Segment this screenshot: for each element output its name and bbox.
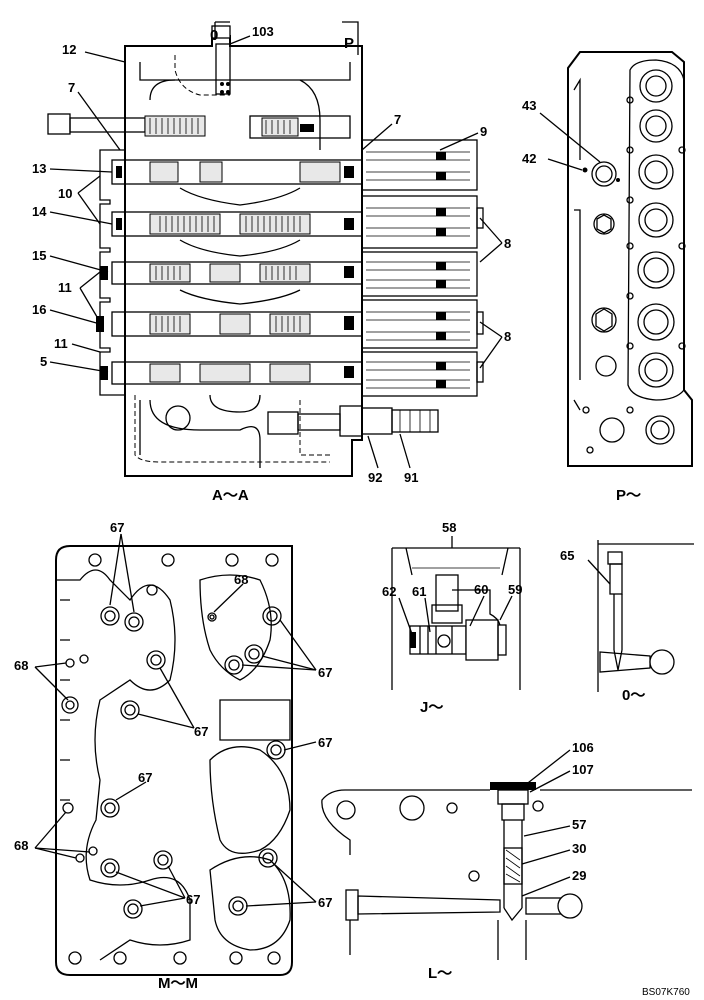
label-59: 59 [508, 582, 522, 597]
view-j: 58 62 61 60 59 J～ [382, 520, 522, 716]
title-view-o: 0～ [622, 687, 645, 704]
label-58: 58 [442, 520, 456, 535]
label-107: 107 [572, 762, 594, 777]
label-92: 92 [368, 470, 382, 485]
label-7-right: 7 [394, 112, 401, 127]
label-13: 13 [32, 161, 46, 176]
label-67-e: 67 [138, 770, 152, 785]
label-60: 60 [474, 582, 488, 597]
section-mm-view: 67 68 68 67 67 67 67 67 68 67 67 M～M [14, 520, 332, 992]
label-12: 12 [62, 42, 76, 57]
title-view-p: P～ [616, 487, 641, 504]
label-5: 5 [40, 354, 47, 369]
title-section-mm: M～M [158, 975, 198, 992]
label-8-lower: 8 [504, 329, 511, 344]
label-103: 103 [252, 24, 274, 39]
label-15: 15 [32, 248, 46, 263]
title-view-j: J～ [420, 699, 443, 716]
label-9: 9 [480, 124, 487, 139]
label-67-f: 67 [186, 892, 200, 907]
view-l: 106 107 57 30 29 L～ [321, 740, 692, 982]
label-91: 91 [404, 470, 418, 485]
label-42: 42 [522, 151, 536, 166]
label-11-upper: 11 [58, 280, 72, 295]
section-marker-o: 0 [210, 27, 218, 44]
label-7-left: 7 [68, 80, 75, 95]
label-67-c: 67 [194, 724, 208, 739]
label-67-a: 67 [110, 520, 124, 535]
label-10: 10 [58, 186, 72, 201]
label-62: 62 [382, 584, 396, 599]
label-68-b: 68 [14, 658, 28, 673]
label-68-c: 68 [14, 838, 28, 853]
label-67-g: 67 [318, 895, 332, 910]
drawing-code: BS07K760 [642, 987, 690, 998]
section-aa-view: 0 P 103 12 7 7 9 13 10 14 8 15 11 [32, 21, 511, 504]
label-67-d: 67 [318, 735, 332, 750]
title-section-aa: A～A [212, 487, 249, 504]
label-30: 30 [572, 841, 586, 856]
title-view-l: L～ [428, 965, 452, 982]
label-61: 61 [412, 584, 426, 599]
label-65: 65 [560, 548, 574, 563]
label-8-upper: 8 [504, 236, 511, 251]
label-29: 29 [572, 868, 586, 883]
label-11-lower: 11 [54, 336, 68, 351]
label-16: 16 [32, 302, 46, 317]
label-67-b: 67 [318, 665, 332, 680]
label-106: 106 [572, 740, 594, 755]
view-o: 65 0～ [560, 540, 694, 704]
label-43: 43 [522, 98, 536, 113]
view-p: 43 42 P～ [522, 51, 693, 504]
label-14: 14 [32, 204, 47, 219]
label-57: 57 [572, 817, 586, 832]
section-marker-p: P [344, 35, 354, 52]
label-68-a: 68 [234, 572, 248, 587]
